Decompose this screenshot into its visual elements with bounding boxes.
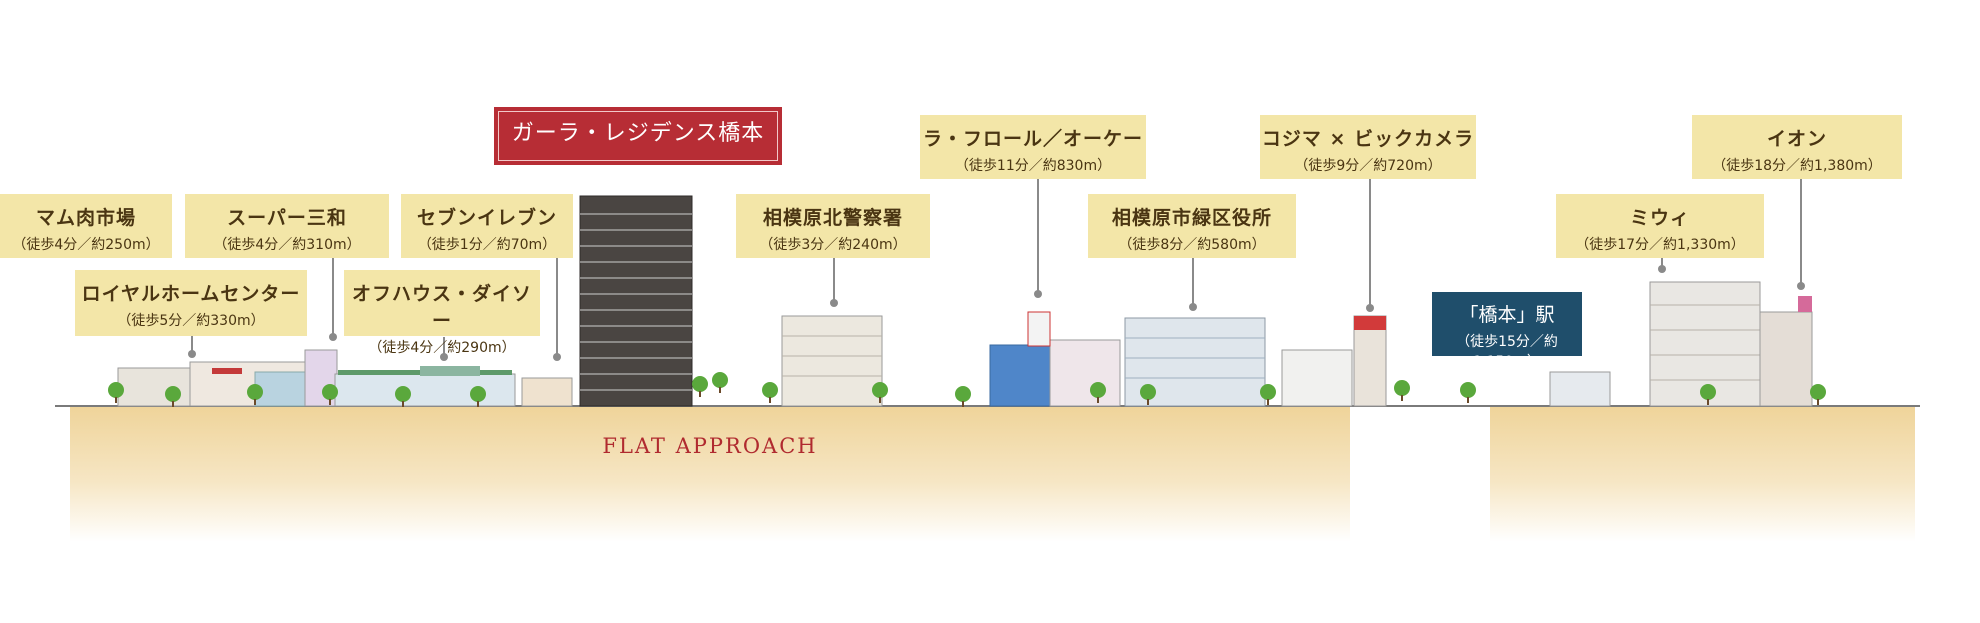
leader-line xyxy=(1189,257,1197,311)
store-building xyxy=(521,377,573,407)
facility-distance: （徒歩4分／約250m） xyxy=(12,237,160,253)
tree-icon xyxy=(1090,382,1106,403)
tree-icon xyxy=(1394,380,1410,401)
tree-icon xyxy=(692,376,708,397)
tree-icon xyxy=(1700,384,1716,405)
facility-distance: （徒歩4分／約310m） xyxy=(213,237,361,253)
facility-name: 相模原市緑区役所 xyxy=(1111,207,1272,229)
facility-label: コジマ × ビックカメラ （徒歩9分／約720m） xyxy=(1260,115,1476,179)
leader-line xyxy=(440,337,448,361)
leader-line xyxy=(830,257,838,307)
facility-name: ミウィ xyxy=(1629,207,1690,229)
leader-line xyxy=(329,257,337,341)
property-name: ガーラ・レジデンス橋本 xyxy=(511,121,765,146)
facility-label: ロイヤルホームセンター （徒歩5分／約330m） xyxy=(75,270,307,336)
facility-distance: （徒歩11分／約830m） xyxy=(954,158,1112,174)
station-name: 「橋本」駅 xyxy=(1459,304,1555,326)
tree-icon xyxy=(470,386,486,407)
facility-label: マム肉市場 （徒歩4分／約250m） xyxy=(0,194,172,258)
kojima-building xyxy=(1281,349,1353,407)
tree-icon xyxy=(955,386,971,407)
facility-name: ラ・フロール／オーケー xyxy=(922,128,1143,150)
station-label: 「橋本」駅 （徒歩15分／約1,150m） xyxy=(1432,292,1582,370)
mall-tower xyxy=(1027,311,1051,347)
facility-name: セブンイレブン xyxy=(416,207,557,229)
facility-name: イオン xyxy=(1766,128,1827,150)
tree-icon xyxy=(108,382,124,403)
aeon-building xyxy=(1759,311,1813,407)
facility-name: 相模原北警察署 xyxy=(762,207,903,229)
facility-distance: （徒歩4分／約290m） xyxy=(368,340,516,356)
leader-line xyxy=(1034,178,1042,298)
tree-icon xyxy=(165,386,181,407)
facility-name: スーパー三和 xyxy=(227,207,347,229)
facility-name: ロイヤルホームセンター xyxy=(81,283,301,305)
facility-label: オフハウス・ダイソー （徒歩4分／約290m） xyxy=(344,270,540,356)
facility-distance: （徒歩3分／約240m） xyxy=(759,237,907,253)
property-tower xyxy=(579,195,693,407)
facility-distance: （徒歩5分／約330m） xyxy=(117,313,265,329)
store-building xyxy=(334,373,516,407)
facility-distance: （徒歩1分／約70m） xyxy=(417,237,557,253)
tower-balconies xyxy=(580,213,692,391)
tree-icon xyxy=(1810,384,1826,405)
flat-approach-band: FLAT APPROACH xyxy=(70,407,1350,542)
facility-name: コジマ × ビックカメラ xyxy=(1261,128,1475,150)
tree-icon xyxy=(247,384,263,405)
tree-icon xyxy=(1260,384,1276,405)
tree-icon xyxy=(872,382,888,403)
station-distance: （徒歩15分／約1,150m） xyxy=(1456,334,1558,370)
tree-icon xyxy=(322,384,338,405)
facility-distance: （徒歩8分／約580m） xyxy=(1118,237,1266,253)
facility-label: スーパー三和 （徒歩4分／約310m） xyxy=(185,194,389,258)
ground-line xyxy=(55,405,1920,407)
tree-icon xyxy=(712,372,728,393)
property-label: ガーラ・レジデンス橋本 xyxy=(494,107,782,165)
kojima-sign xyxy=(1353,315,1387,407)
station-approach-band xyxy=(1490,407,1915,542)
flat-approach-label: FLAT APPROACH xyxy=(602,434,818,458)
leader-line xyxy=(1797,178,1805,290)
leader-line xyxy=(1366,178,1374,312)
streetscape-illustration xyxy=(117,195,1813,407)
station-building xyxy=(1549,371,1611,407)
mall-building xyxy=(1049,339,1121,407)
store-building xyxy=(420,366,480,376)
store-building xyxy=(117,367,199,407)
police-building xyxy=(781,315,883,407)
facility-label: 相模原北警察署 （徒歩3分／約240m） xyxy=(736,194,930,258)
tree-icon xyxy=(1140,384,1156,405)
store-sign xyxy=(212,368,242,374)
facility-name: マム肉市場 xyxy=(35,207,136,229)
facility-distance: （徒歩17分／約1,330m） xyxy=(1575,237,1745,253)
facility-label: セブンイレブン （徒歩1分／約70m） xyxy=(401,194,573,258)
facility-label: ラ・フロール／オーケー （徒歩11分／約830m） xyxy=(920,115,1146,179)
facility-label: イオン （徒歩18分／約1,380m） xyxy=(1692,115,1902,179)
facility-name: オフハウス・ダイソー xyxy=(351,283,532,332)
facility-label: 相模原市緑区役所 （徒歩8分／約580m） xyxy=(1088,194,1296,258)
leader-line xyxy=(553,257,561,361)
facility-label: ミウィ （徒歩17分／約1,330m） xyxy=(1556,194,1764,258)
tree-icon xyxy=(395,386,411,407)
facility-distance: （徒歩18分／約1,380m） xyxy=(1712,158,1882,174)
tree-icon xyxy=(762,382,778,403)
tree-icon xyxy=(1460,382,1476,403)
facility-distance: （徒歩9分／約720m） xyxy=(1294,158,1442,174)
leader-line xyxy=(1658,257,1666,273)
